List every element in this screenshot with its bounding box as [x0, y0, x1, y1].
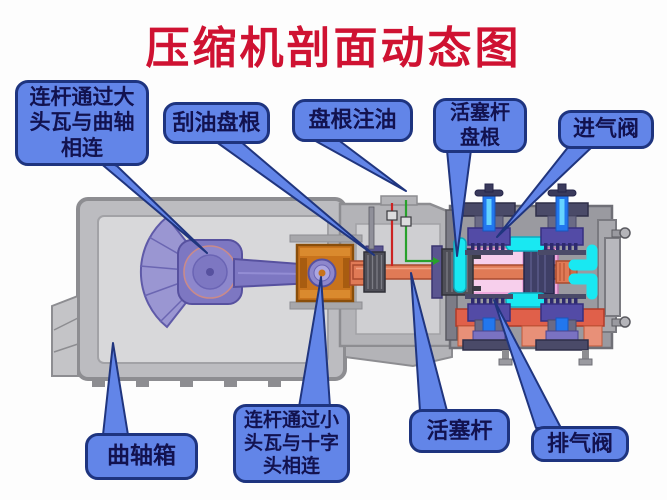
- oil-scraper-packing: [363, 245, 386, 293]
- callout-text-line: 相连: [61, 135, 103, 160]
- discharge-valve: [462, 294, 593, 366]
- callout-text-line: 头相连: [262, 456, 320, 478]
- callout-text-line: 盘根: [460, 126, 500, 149]
- callout-suction-valve: 进气阀: [558, 110, 654, 149]
- callout-big-end-connection: 连杆通过大 头瓦与曲轴 相连: [15, 80, 149, 166]
- big-end-bearing: [177, 239, 243, 305]
- callout-text-line: 头瓦与曲轴: [29, 110, 135, 135]
- callout-piston-rod: 活塞杆: [409, 409, 510, 453]
- callout-text-line: 活塞杆: [450, 102, 510, 125]
- callout-small-end-connection: 连杆通过小 头瓦与十字 头相连: [233, 404, 350, 483]
- leader-lines: [91, 138, 594, 436]
- callout-oil-scraper-packing: 刮油盘根: [163, 102, 270, 144]
- callout-crankcase: 曲轴箱: [85, 433, 198, 480]
- callout-piston-rod-packing: 活塞杆 盘根: [433, 98, 527, 153]
- callout-text-line: 连杆通过小: [243, 409, 339, 431]
- leader-oil-injection: [311, 138, 407, 192]
- crosshead: [295, 243, 355, 303]
- callout-packing-oil-injection: 盘根注油: [292, 99, 413, 142]
- suction-valve: [462, 183, 589, 255]
- oil-injection-lines: [368, 200, 440, 266]
- callout-text-line: 进气阀: [572, 116, 639, 142]
- callout-text-line: 连杆通过大: [29, 84, 135, 109]
- callout-discharge-valve: 排气阀: [531, 426, 629, 462]
- callout-text-line: 排气阀: [546, 430, 613, 456]
- callout-text-line: 刮油盘根: [172, 109, 261, 135]
- crosshead-pin: [307, 258, 337, 288]
- callout-text-line: 盘根注油: [308, 107, 397, 133]
- callout-text-line: 头瓦与十字: [243, 432, 339, 454]
- callout-text-line: 活塞杆: [426, 417, 493, 443]
- callout-text-line: 曲轴箱: [107, 443, 176, 469]
- page-title: 压缩机剖面动态图: [145, 24, 522, 73]
